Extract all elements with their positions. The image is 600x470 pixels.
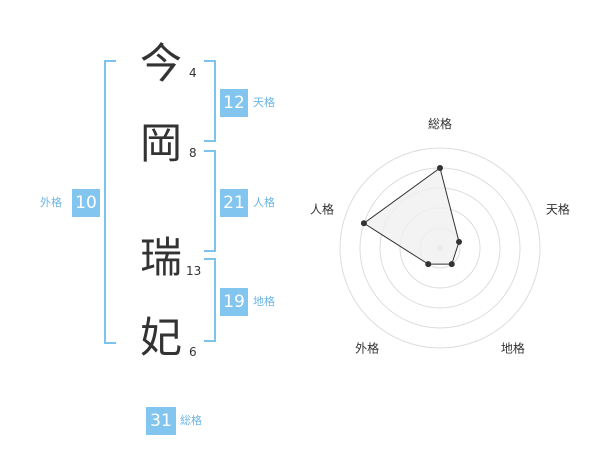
chikaku-score: 19: [220, 288, 248, 316]
radar-ring: [339, 147, 541, 349]
radar-point: [456, 238, 463, 245]
radar-series-area: [363, 167, 460, 265]
jinkaku-bracket: [204, 150, 216, 252]
stroke-count-4: 6: [189, 345, 197, 359]
tenkaku-label: 天格: [253, 96, 275, 109]
radar-point: [448, 261, 455, 268]
radar-point: [425, 261, 432, 268]
stroke-count-3: 13: [186, 264, 202, 278]
radar-axis-label: 地格: [501, 340, 525, 355]
radar-point: [360, 220, 367, 227]
name-char-4: 妃: [140, 313, 183, 362]
tenkaku-score: 12: [220, 89, 248, 117]
radar-axis-label: 人格: [310, 202, 334, 217]
name-char-2: 岡: [140, 119, 183, 168]
tenkaku-bracket: [204, 60, 216, 142]
stroke-count-1: 4: [189, 66, 197, 80]
gaikaku-score: 10: [72, 189, 100, 217]
radar-point: [437, 165, 443, 171]
soukaku-score: 31: [146, 407, 176, 435]
gaikaku-bracket: [104, 60, 116, 344]
stroke-count-2: 8: [189, 146, 197, 160]
soukaku-label: 総格: [180, 414, 202, 427]
gaikaku-label: 外格: [40, 196, 62, 209]
name-char-1: 今: [140, 39, 183, 88]
radar-axis-label: 総格: [428, 116, 452, 131]
chikaku-bracket: [204, 258, 216, 342]
name-char-3: 瑞: [140, 233, 183, 282]
chikaku-label: 地格: [253, 295, 275, 308]
jinkaku-score: 21: [220, 189, 248, 217]
jinkaku-label: 人格: [253, 196, 275, 209]
radar-axis-label: 外格: [355, 340, 379, 355]
radar-axis-label: 天格: [546, 202, 570, 217]
